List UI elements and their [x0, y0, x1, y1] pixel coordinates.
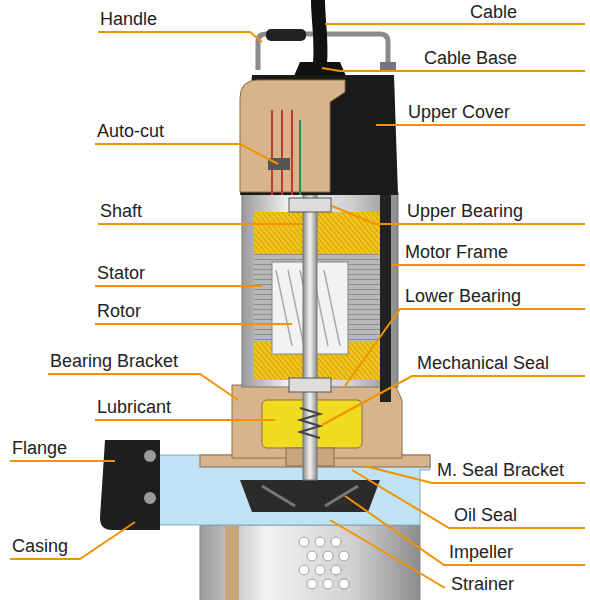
- part-label: Motor Frame: [405, 242, 508, 263]
- part-label: Bearing Bracket: [50, 351, 178, 372]
- impeller: [240, 480, 380, 512]
- part-label: Rotor: [97, 301, 141, 322]
- cable-base: [294, 62, 346, 76]
- flange-bolt: [144, 492, 156, 504]
- strainer: [200, 525, 420, 600]
- upper-cover: [240, 75, 398, 195]
- wires: [299, 120, 301, 195]
- flange-bolt: [144, 450, 156, 462]
- part-label: Upper Cover: [408, 102, 510, 123]
- part-label: Auto-cut: [97, 121, 164, 142]
- impeller-blade: [262, 486, 358, 506]
- upper-bearing: [289, 198, 331, 212]
- part-label: Mechanical Seal: [417, 353, 549, 374]
- wires: [272, 110, 292, 195]
- part-label: Cable: [470, 2, 517, 23]
- part-label: Handle: [100, 9, 157, 30]
- part-label: M. Seal Bracket: [437, 460, 564, 481]
- part-label: Strainer: [451, 574, 514, 595]
- mechanical-seal: [300, 408, 320, 438]
- handle-grip: [266, 29, 306, 41]
- strainer-holes: [299, 537, 349, 589]
- part-label: Upper Bearing: [407, 201, 523, 222]
- leader-lines: [10, 24, 585, 588]
- lower-bearing: [289, 378, 331, 392]
- part-label: Shaft: [100, 201, 142, 222]
- part-label: Oil Seal: [454, 505, 517, 526]
- part-label: Impeller: [449, 542, 513, 563]
- part-label: Lubricant: [97, 397, 171, 418]
- cable: [318, 0, 321, 64]
- flange: [100, 440, 160, 530]
- part-label: Casing: [12, 536, 68, 557]
- frame-rod: [380, 190, 391, 402]
- part-label: Lower Bearing: [405, 286, 521, 307]
- part-label: Stator: [97, 263, 145, 284]
- stator-winding: [254, 212, 386, 254]
- motor-frame: [242, 192, 398, 387]
- strainer-leg: [225, 525, 239, 600]
- part-label: Flange: [12, 438, 67, 459]
- part-label: Cable Base: [424, 48, 517, 69]
